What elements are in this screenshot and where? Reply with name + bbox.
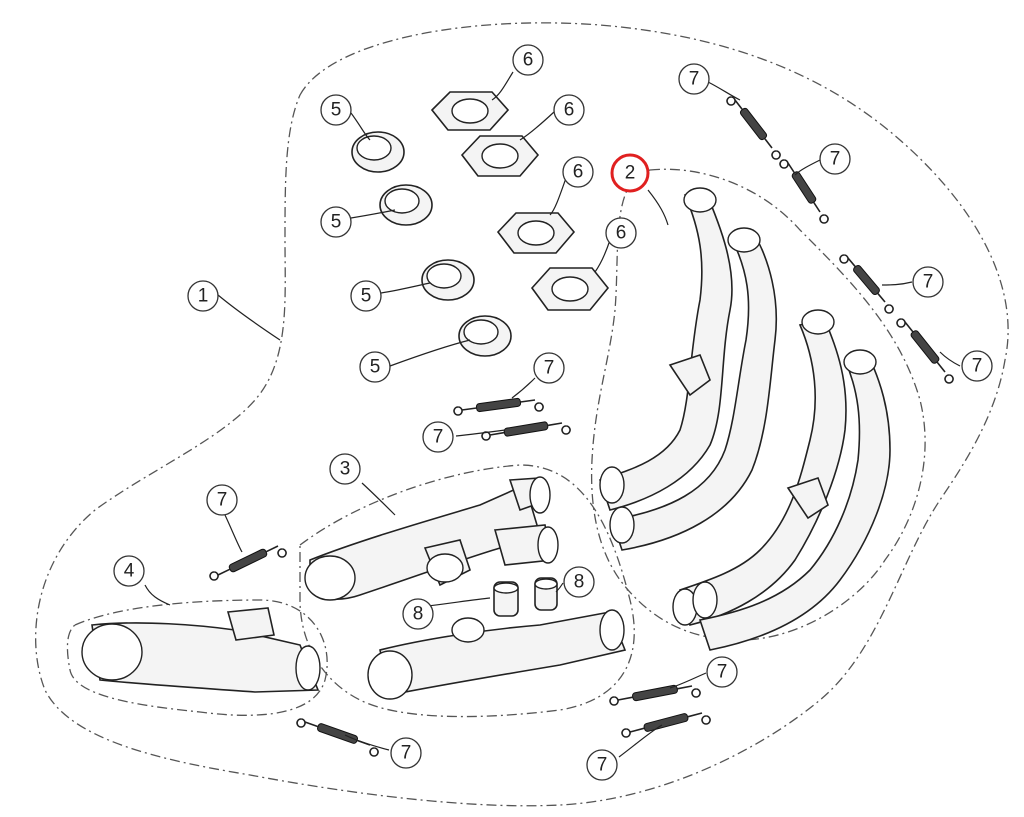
callout-4: 4 [113, 555, 145, 587]
callout-7c: 7 [912, 266, 944, 298]
tension-spring-5 [453, 397, 544, 416]
callout-label: 7 [923, 272, 934, 293]
gasket-ring-4 [458, 315, 512, 357]
gasket-ring-2 [379, 184, 433, 226]
callout-2: 2 [610, 153, 650, 193]
tension-spring-6 [481, 421, 571, 441]
callout-label: 7 [830, 149, 841, 170]
callout-5d: 5 [359, 351, 391, 383]
callout-7e: 7 [533, 352, 565, 384]
flange-3 [496, 212, 576, 254]
kit-outline [35, 22, 1009, 807]
callout-label: 8 [413, 604, 424, 625]
callout-7i: 7 [586, 749, 618, 781]
callout-5c: 5 [350, 280, 382, 312]
tension-spring-7 [209, 545, 287, 581]
callout-label: 7 [433, 427, 444, 448]
tension-spring-9 [621, 712, 711, 738]
tension-spring-1 [726, 96, 781, 160]
clamp-2 [534, 577, 558, 611]
callout-label: 5 [331, 100, 342, 121]
tension-spring-8 [609, 684, 701, 706]
leader-lines [144, 71, 961, 758]
callout-6a: 6 [512, 44, 544, 76]
tension-spring-2 [779, 159, 829, 224]
callout-label: 8 [574, 572, 585, 593]
tension-spring-10 [296, 718, 379, 757]
callout-label: 5 [370, 357, 381, 378]
callout-7h: 7 [706, 656, 738, 688]
tension-spring-4 [896, 318, 954, 384]
callout-label: 5 [361, 286, 372, 307]
callout-label: 5 [331, 212, 342, 233]
gasket-ring-3 [421, 259, 475, 301]
callout-label: 7 [401, 743, 412, 764]
callout-label: 6 [616, 223, 627, 244]
header-outline [590, 168, 926, 641]
callout-7b: 7 [819, 143, 851, 175]
tension-spring-3 [839, 254, 894, 314]
callout-8b: 8 [563, 566, 595, 598]
header-pipes [598, 187, 891, 651]
callout-label: 6 [573, 162, 584, 183]
callout-7a: 7 [678, 63, 710, 95]
flange-1 [430, 91, 510, 131]
mid-pipe-collector [304, 476, 627, 700]
callout-5a: 5 [320, 94, 352, 126]
callout-label: 7 [217, 490, 228, 511]
callout-6b: 6 [553, 94, 585, 126]
callout-label: 2 [625, 163, 636, 184]
callout-label: 6 [523, 50, 534, 71]
callout-3: 3 [329, 453, 361, 485]
callout-7j: 7 [390, 737, 422, 769]
rear-pipe-outline [66, 599, 328, 716]
midpipe-outline [299, 464, 635, 718]
callout-6c: 6 [562, 156, 594, 188]
callout-label: 7 [689, 69, 700, 90]
callout-7f: 7 [422, 421, 454, 453]
callout-label: 7 [544, 358, 555, 379]
flange-4 [530, 267, 610, 311]
callout-1: 1 [187, 280, 219, 312]
callout-6d: 6 [605, 217, 637, 249]
callout-label: 4 [124, 561, 135, 582]
callout-label: 1 [198, 286, 209, 307]
callout-5b: 5 [320, 206, 352, 238]
callout-7g: 7 [206, 484, 238, 516]
rear-pipe [81, 607, 321, 693]
callout-label: 7 [597, 755, 608, 776]
clamp-1 [493, 581, 519, 617]
callout-8a: 8 [402, 598, 434, 630]
callout-label: 6 [564, 100, 575, 121]
flange-2 [460, 135, 540, 177]
callout-label: 7 [717, 662, 728, 683]
gasket-ring-1 [351, 131, 405, 173]
callout-7d: 7 [961, 350, 993, 382]
callout-label: 7 [972, 356, 983, 377]
callout-label: 3 [340, 459, 351, 480]
